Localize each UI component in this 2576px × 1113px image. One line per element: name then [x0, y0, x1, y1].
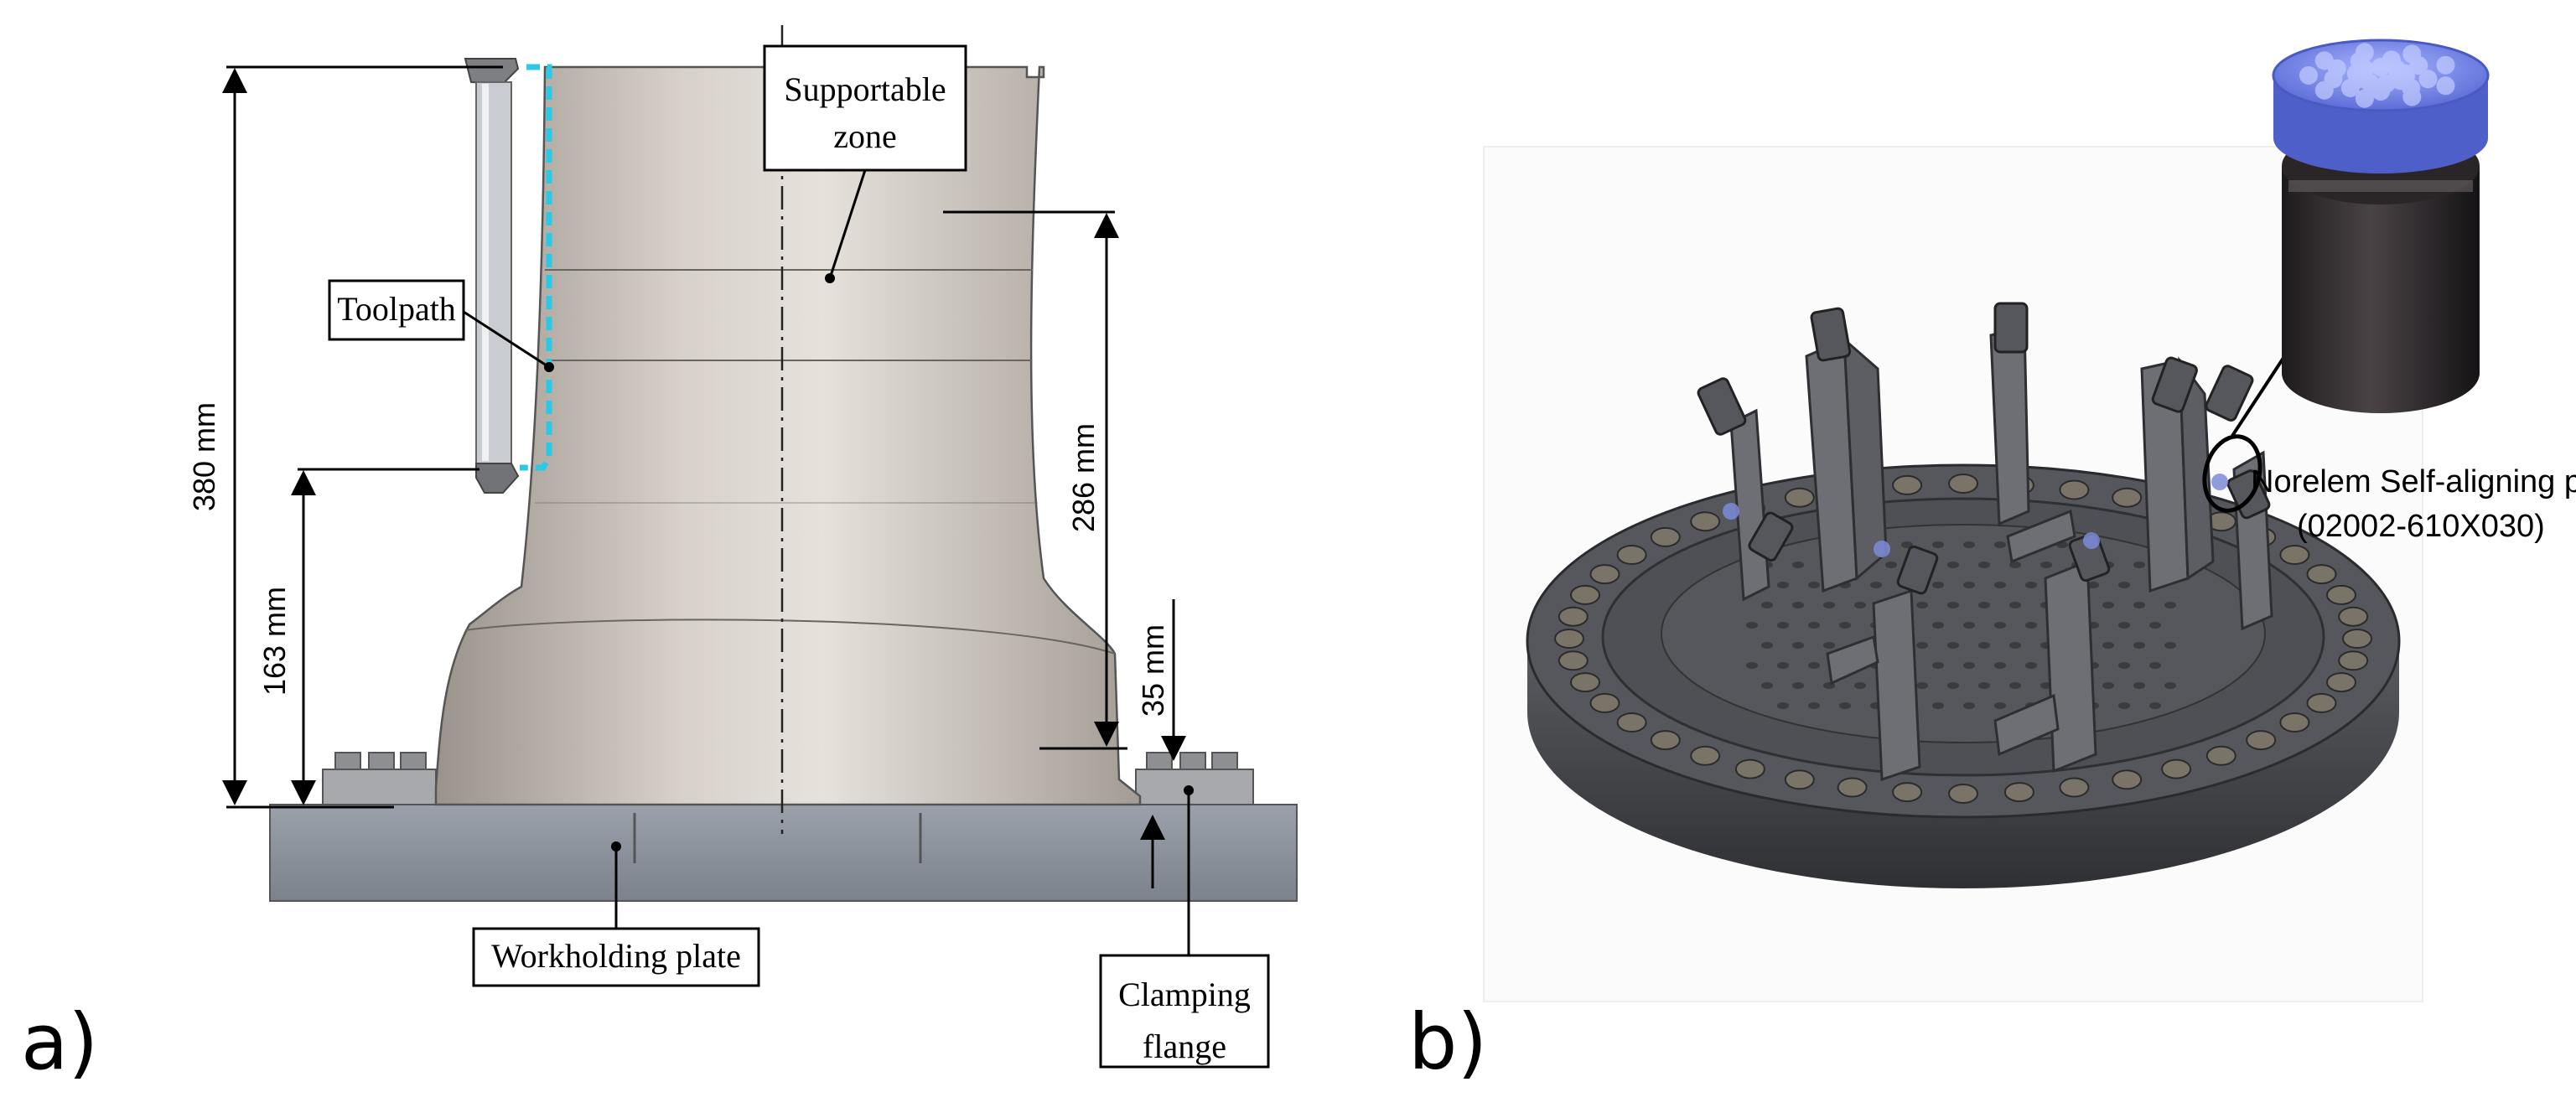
milling-tool — [464, 58, 520, 494]
toolpath-label: Toolpath — [337, 290, 456, 328]
support-pad-tops — [1723, 474, 2228, 557]
dimension-286 — [943, 210, 1127, 750]
dim-163-label: 163 mm — [257, 587, 292, 696]
dim-286-label: 286 mm — [1066, 423, 1101, 532]
flange-bolts — [334, 752, 1238, 770]
panel-a-label: a) — [21, 997, 98, 1087]
panel-b: Norelem Self-aligning pad (02002-610X030… — [1408, 39, 2576, 1087]
dimension-35 — [1140, 599, 1186, 888]
dim-35-label: 35 mm — [1136, 624, 1170, 717]
workholding-plate-shape — [269, 804, 1298, 902]
pad-highlight-ring — [2202, 434, 2262, 513]
workholding-plate-label: Workholding plate — [491, 937, 741, 975]
callout-toolpath: Toolpath — [328, 279, 554, 372]
dim-380-label: 380 mm — [187, 402, 221, 511]
clamping-flange-left — [322, 769, 437, 805]
pad-callout-line2: (02002-610X030) — [2297, 509, 2545, 544]
dimension-163 — [291, 468, 479, 805]
part-body — [434, 65, 1142, 806]
dimension-380 — [222, 65, 503, 809]
support-arms — [1729, 325, 2273, 782]
callout-workholding-plate: Workholding plate — [472, 841, 760, 987]
clamping-flange-right — [1135, 769, 1254, 805]
pad-callout-line1: Norelem Self-aligning pad — [2251, 464, 2576, 500]
self-aligning-pad-closeup — [2272, 39, 2490, 413]
panel-b-label: b) — [1408, 997, 1487, 1087]
support-pads — [1697, 302, 2271, 595]
